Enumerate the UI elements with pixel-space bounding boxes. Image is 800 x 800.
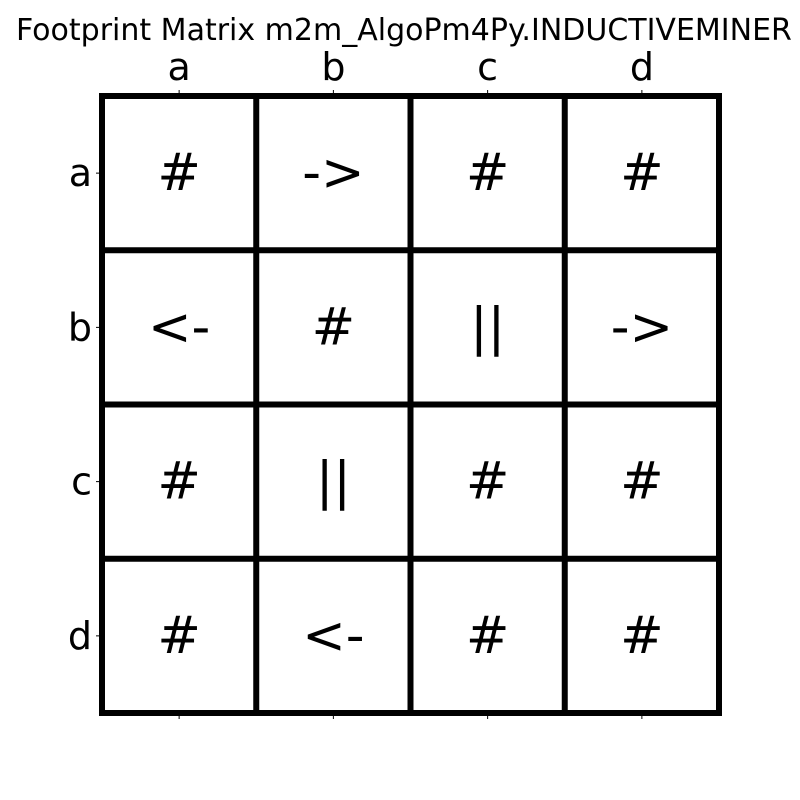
x-tick-label-c: c — [477, 45, 498, 89]
y-tick-label-b: b — [68, 305, 92, 349]
cell-value-d-d: # — [620, 606, 664, 666]
cell-value-b-a: <- — [148, 297, 210, 357]
matrix-cell — [102, 250, 257, 405]
cell-value-c-b: || — [316, 452, 351, 512]
cell-value-b-d: -> — [611, 297, 673, 357]
cell-value-d-c: # — [466, 606, 510, 666]
cell-value-c-a: # — [157, 452, 201, 512]
x-tick-label-b: b — [321, 45, 345, 89]
x-tick-label-d: d — [630, 45, 654, 89]
y-tick-label-c: c — [71, 460, 92, 504]
matrix-cell — [256, 96, 411, 251]
matrix-cell — [256, 404, 411, 559]
cell-value-b-c: || — [470, 297, 505, 357]
cell-value-d-a: # — [157, 606, 201, 666]
cell-value-a-a: # — [157, 143, 201, 203]
matrix-cell — [102, 96, 257, 251]
matrix-cell — [564, 404, 719, 559]
x-tick-label-a: a — [167, 45, 190, 89]
matrix-cell — [256, 558, 411, 713]
cell-value-a-c: # — [466, 143, 510, 203]
cell-value-b-b: # — [312, 297, 356, 357]
matrix-cell — [410, 558, 565, 713]
matrix-cell — [564, 558, 719, 713]
cell-value-a-b: -> — [302, 143, 364, 203]
cell-value-c-c: # — [466, 452, 510, 512]
matrix-cell — [410, 96, 565, 251]
matrix-cell — [410, 250, 565, 405]
matrix-cell — [102, 404, 257, 559]
matrix-cell — [256, 250, 411, 405]
cell-value-a-d: # — [620, 143, 664, 203]
matrix-cell — [410, 404, 565, 559]
chart-title: Footprint Matrix m2m_AlgoPm4Py.INDUCTIVE… — [16, 13, 792, 48]
cell-value-c-d: # — [620, 452, 664, 512]
matrix-cell — [564, 96, 719, 251]
cell-value-d-b: <- — [302, 606, 364, 666]
y-tick-label-a: a — [69, 151, 92, 195]
matrix-cell — [564, 250, 719, 405]
matrix-cell — [102, 558, 257, 713]
y-tick-label-d: d — [68, 614, 92, 658]
matrix-grid: # -> # # <- # || -> # || # # # <- # # a b c d a b c d — [68, 45, 722, 719]
